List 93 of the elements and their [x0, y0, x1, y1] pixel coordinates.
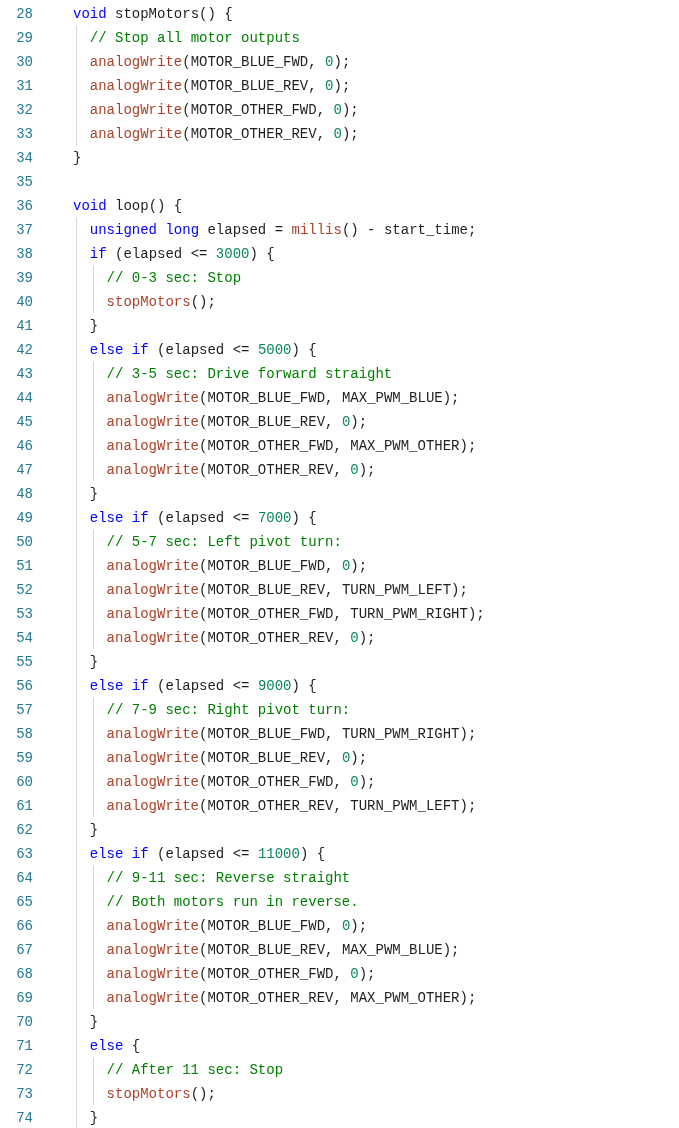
- code-line: analogWrite(MOTOR_OTHER_REV, 0);: [88, 124, 359, 144]
- line-number: 60: [16, 772, 33, 792]
- line-number: 32: [16, 100, 33, 120]
- line-number: 64: [16, 868, 33, 888]
- line-number: 47: [16, 460, 33, 480]
- code-line: analogWrite(MOTOR_OTHER_FWD, 0);: [105, 964, 376, 984]
- line-number: 50: [16, 532, 33, 552]
- code-line: analogWrite(MOTOR_BLUE_FWD, TURN_PWM_RIGHT);: [105, 724, 477, 744]
- line-number: 52: [16, 580, 33, 600]
- code-line: analogWrite(MOTOR_BLUE_FWD, MAX_PWM_BLUE);: [105, 388, 460, 408]
- code-line: // 5-7 sec: Left pivot turn:: [105, 532, 342, 552]
- line-number: 65: [16, 892, 33, 912]
- line-number: 66: [16, 916, 33, 936]
- line-number: 33: [16, 124, 33, 144]
- code-line: }: [88, 316, 99, 336]
- line-number: 35: [16, 172, 33, 192]
- code-line: analogWrite(MOTOR_OTHER_FWD, TURN_PWM_RIGHT);: [105, 604, 485, 624]
- line-number: 59: [16, 748, 33, 768]
- line-number: 48: [16, 484, 33, 504]
- line-number: 38: [16, 244, 33, 264]
- line-number: 70: [16, 1012, 33, 1032]
- code-line: analogWrite(MOTOR_OTHER_FWD, 0);: [105, 772, 376, 792]
- code-line: analogWrite(MOTOR_BLUE_FWD, 0);: [105, 556, 368, 576]
- code-line: stopMotors();: [105, 292, 216, 312]
- code-line: // 7-9 sec: Right pivot turn:: [105, 700, 351, 720]
- line-number: 72: [16, 1060, 33, 1080]
- line-number: 34: [16, 148, 33, 168]
- code-line: void stopMotors() {: [73, 4, 233, 24]
- line-number: 54: [16, 628, 33, 648]
- code-line: // Both motors run in reverse.: [105, 892, 359, 912]
- code-line: stopMotors();: [105, 1084, 216, 1104]
- code-line: analogWrite(MOTOR_BLUE_REV, 0);: [105, 748, 368, 768]
- line-number: 62: [16, 820, 33, 840]
- line-number: 58: [16, 724, 33, 744]
- line-number: 51: [16, 556, 33, 576]
- line-number: 49: [16, 508, 33, 528]
- code-line: analogWrite(MOTOR_BLUE_REV, MAX_PWM_BLUE);: [105, 940, 460, 960]
- line-number: 31: [16, 76, 33, 96]
- code-line: if (elapsed <= 3000) {: [88, 244, 275, 264]
- code-line: else {: [88, 1036, 141, 1056]
- line-number: 69: [16, 988, 33, 1008]
- code-line: void loop() {: [73, 196, 183, 216]
- line-number: 56: [16, 676, 33, 696]
- code-line: }: [73, 148, 82, 168]
- code-line: analogWrite(MOTOR_BLUE_FWD, 0);: [88, 52, 351, 72]
- code-line: analogWrite(MOTOR_OTHER_REV, MAX_PWM_OTHER);: [105, 988, 477, 1008]
- line-number: 61: [16, 796, 33, 816]
- line-number: 44: [16, 388, 33, 408]
- line-number: 53: [16, 604, 33, 624]
- line-number: 36: [16, 196, 33, 216]
- code-line: analogWrite(MOTOR_BLUE_REV, TURN_PWM_LEFT);: [105, 580, 468, 600]
- line-number: 57: [16, 700, 33, 720]
- code-line: analogWrite(MOTOR_OTHER_FWD, MAX_PWM_OTHER);: [105, 436, 477, 456]
- line-number: 67: [16, 940, 33, 960]
- code-line: analogWrite(MOTOR_OTHER_REV, TURN_PWM_LEFT);: [105, 796, 477, 816]
- code-line: unsigned long elapsed = millis() - start_time;: [88, 220, 477, 240]
- code-line: // 3-5 sec: Drive forward straight: [105, 364, 393, 384]
- line-number: 71: [16, 1036, 33, 1056]
- code-line: analogWrite(MOTOR_OTHER_FWD, 0);: [88, 100, 359, 120]
- line-number: 39: [16, 268, 33, 288]
- line-number: 46: [16, 436, 33, 456]
- line-number: 40: [16, 292, 33, 312]
- line-number: 42: [16, 340, 33, 360]
- code-line: // 9-11 sec: Reverse straight: [105, 868, 351, 888]
- line-number: 41: [16, 316, 33, 336]
- line-number: 63: [16, 844, 33, 864]
- code-line: else if (elapsed <= 11000) {: [88, 844, 326, 864]
- code-line: }: [88, 652, 99, 672]
- line-number: 28: [16, 4, 33, 24]
- code-line: else if (elapsed <= 5000) {: [88, 340, 317, 360]
- code-line: // Stop all motor outputs: [88, 28, 300, 48]
- code-line: else if (elapsed <= 9000) {: [88, 676, 317, 696]
- line-number: 30: [16, 52, 33, 72]
- line-number: 37: [16, 220, 33, 240]
- line-number: 74: [16, 1108, 33, 1128]
- code-line: analogWrite(MOTOR_BLUE_REV, 0);: [88, 76, 351, 96]
- code-line: analogWrite(MOTOR_OTHER_REV, 0);: [105, 628, 376, 648]
- code-line: analogWrite(MOTOR_OTHER_REV, 0);: [105, 460, 376, 480]
- code-line: // 0-3 sec: Stop: [105, 268, 242, 288]
- line-number: 55: [16, 652, 33, 672]
- code-line: // After 11 sec: Stop: [105, 1060, 284, 1080]
- code-line: else if (elapsed <= 7000) {: [88, 508, 317, 528]
- code-line: analogWrite(MOTOR_BLUE_FWD, 0);: [105, 916, 368, 936]
- line-number: 43: [16, 364, 33, 384]
- code-line: }: [88, 1108, 99, 1128]
- code-line: analogWrite(MOTOR_BLUE_REV, 0);: [105, 412, 368, 432]
- line-number: 68: [16, 964, 33, 984]
- code-line: }: [88, 1012, 99, 1032]
- line-number: 73: [16, 1084, 33, 1104]
- line-number: 29: [16, 28, 33, 48]
- line-number: 45: [16, 412, 33, 432]
- code-line: }: [88, 820, 99, 840]
- code-line: }: [88, 484, 99, 504]
